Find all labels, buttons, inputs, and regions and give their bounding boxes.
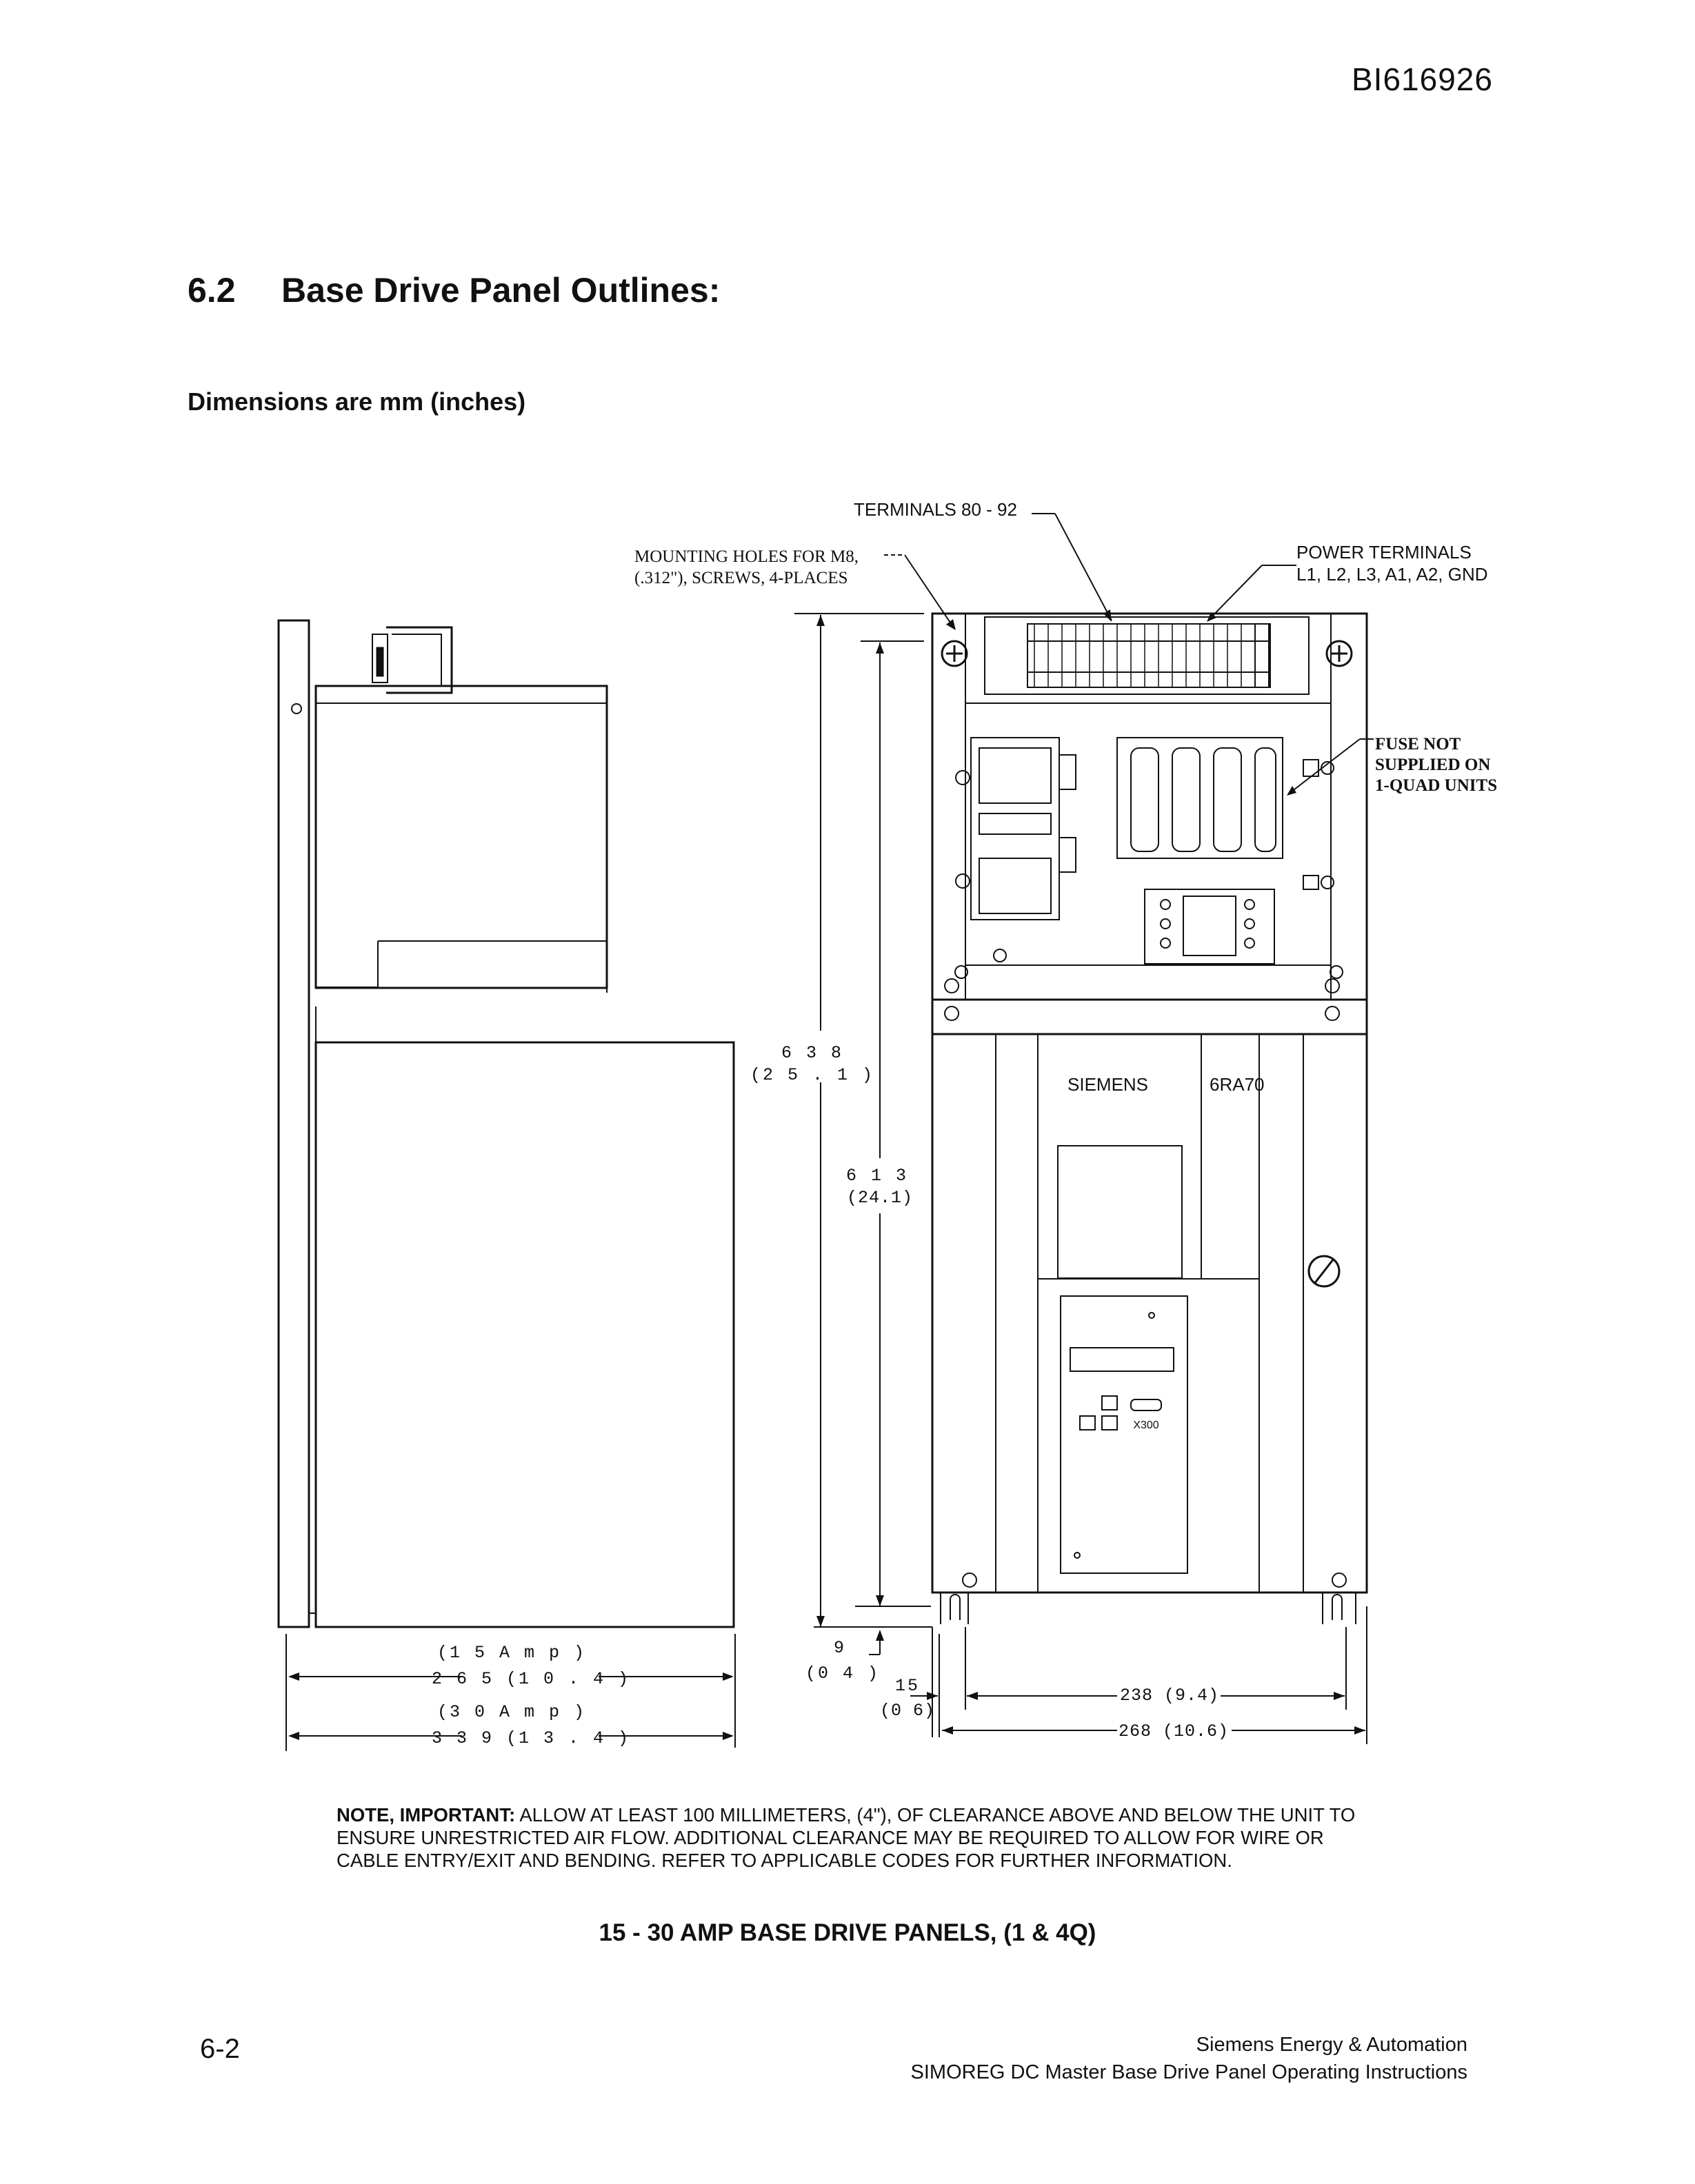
figure-caption: 15 - 30 AMP BASE DRIVE PANELS, (1 & 4Q) [599,1919,1096,1946]
offset-9-mm: 9 [834,1638,846,1658]
section-number: 6.2 [188,271,236,310]
side-view: (1 5 A m p ) 2 6 5 (1 0 . 4 ) (3 0 A m p… [277,619,736,1751]
callout-mounting-1: MOUNTING HOLES FOR M8, [634,547,859,566]
fuse-block [1116,737,1283,859]
offset-15-mm: 15 [895,1676,920,1696]
note-prefix: NOTE, IMPORTANT: [337,1804,516,1826]
model-label: 6RA70 [1210,1074,1265,1095]
page-number: 6-2 [200,2034,240,2064]
brand-label: SIEMENS [1067,1074,1148,1095]
callout-fuse-2: SUPPLIED ON [1375,756,1490,774]
height-outer-mm: 6 3 8 [781,1043,843,1063]
keypad-connector-label: X300 [1133,1419,1159,1431]
depth-15amp-value: 2 6 5 (1 0 . 4 ) [432,1669,630,1689]
callout-power-1: POWER TERMINALS [1296,542,1472,563]
callout-fuse-3: 1-QUAD UNITS [1375,776,1497,795]
width-268: 268 (10.6) [1119,1721,1229,1741]
height-inner-mm: 6 1 3 [846,1166,908,1186]
side-mounting-plate [277,619,310,1628]
front-dimensions: 6 3 8 (2 5 . 1 ) 6 1 3 (24.1) 9 (0 4 ) 1… [750,613,1367,1744]
section-heading: 6.2 Base Drive Panel Outlines: [188,270,720,310]
offset-15-in: (0 6) [880,1701,935,1721]
document-id: BI616926 [1352,61,1493,97]
depth-30amp-value: 3 3 9 (1 3 . 4 ) [432,1728,630,1748]
front-frame [931,612,1368,1594]
footer-manual: SIMOREG DC Master Base Drive Panel Opera… [910,2061,1467,2083]
depth-15amp-label: (1 5 A m p ) [437,1643,586,1663]
operator-panel: X300 [1060,1295,1188,1574]
callout-terminals: TERMINALS 80 - 92 [854,499,1017,520]
side-upper-housing [314,685,608,989]
offset-9-in: (0 4 ) [805,1664,880,1684]
clearance-note: NOTE, IMPORTANT: ALLOW AT LEAST 100 MILL… [337,1803,1385,1872]
footer-company: Siemens Energy & Automation [1196,2034,1467,2056]
width-238: 238 (9.4) [1120,1686,1219,1706]
section-title: Base Drive Panel Outlines: [281,271,721,310]
depth-30amp-label: (3 0 A m p ) [437,1702,586,1722]
note-text: ALLOW AT LEAST 100 MILLIMETERS, (4"), OF… [337,1804,1356,1871]
height-outer-in: (2 5 . 1 ) [750,1065,874,1085]
grounding-symbol [1307,1255,1341,1288]
height-inner-in: (24.1) [847,1188,913,1208]
front-view: X300 SIEMENS 6RA70 [931,612,1368,1624]
terminal-strip [984,616,1310,695]
callouts: TERMINALS 80 - 92 MOUNTING HOLES FOR M8,… [634,499,1497,796]
dimensions-note: Dimensions are mm (inches) [188,387,526,416]
side-lower-housing [314,1041,735,1628]
callout-fuse-1: FUSE NOT [1375,735,1461,754]
callout-power-2: L1, L2, L3, A1, A2, GND [1296,564,1488,585]
callout-mounting-2: (.312"), SCREWS, 4-PLACES [634,569,848,587]
